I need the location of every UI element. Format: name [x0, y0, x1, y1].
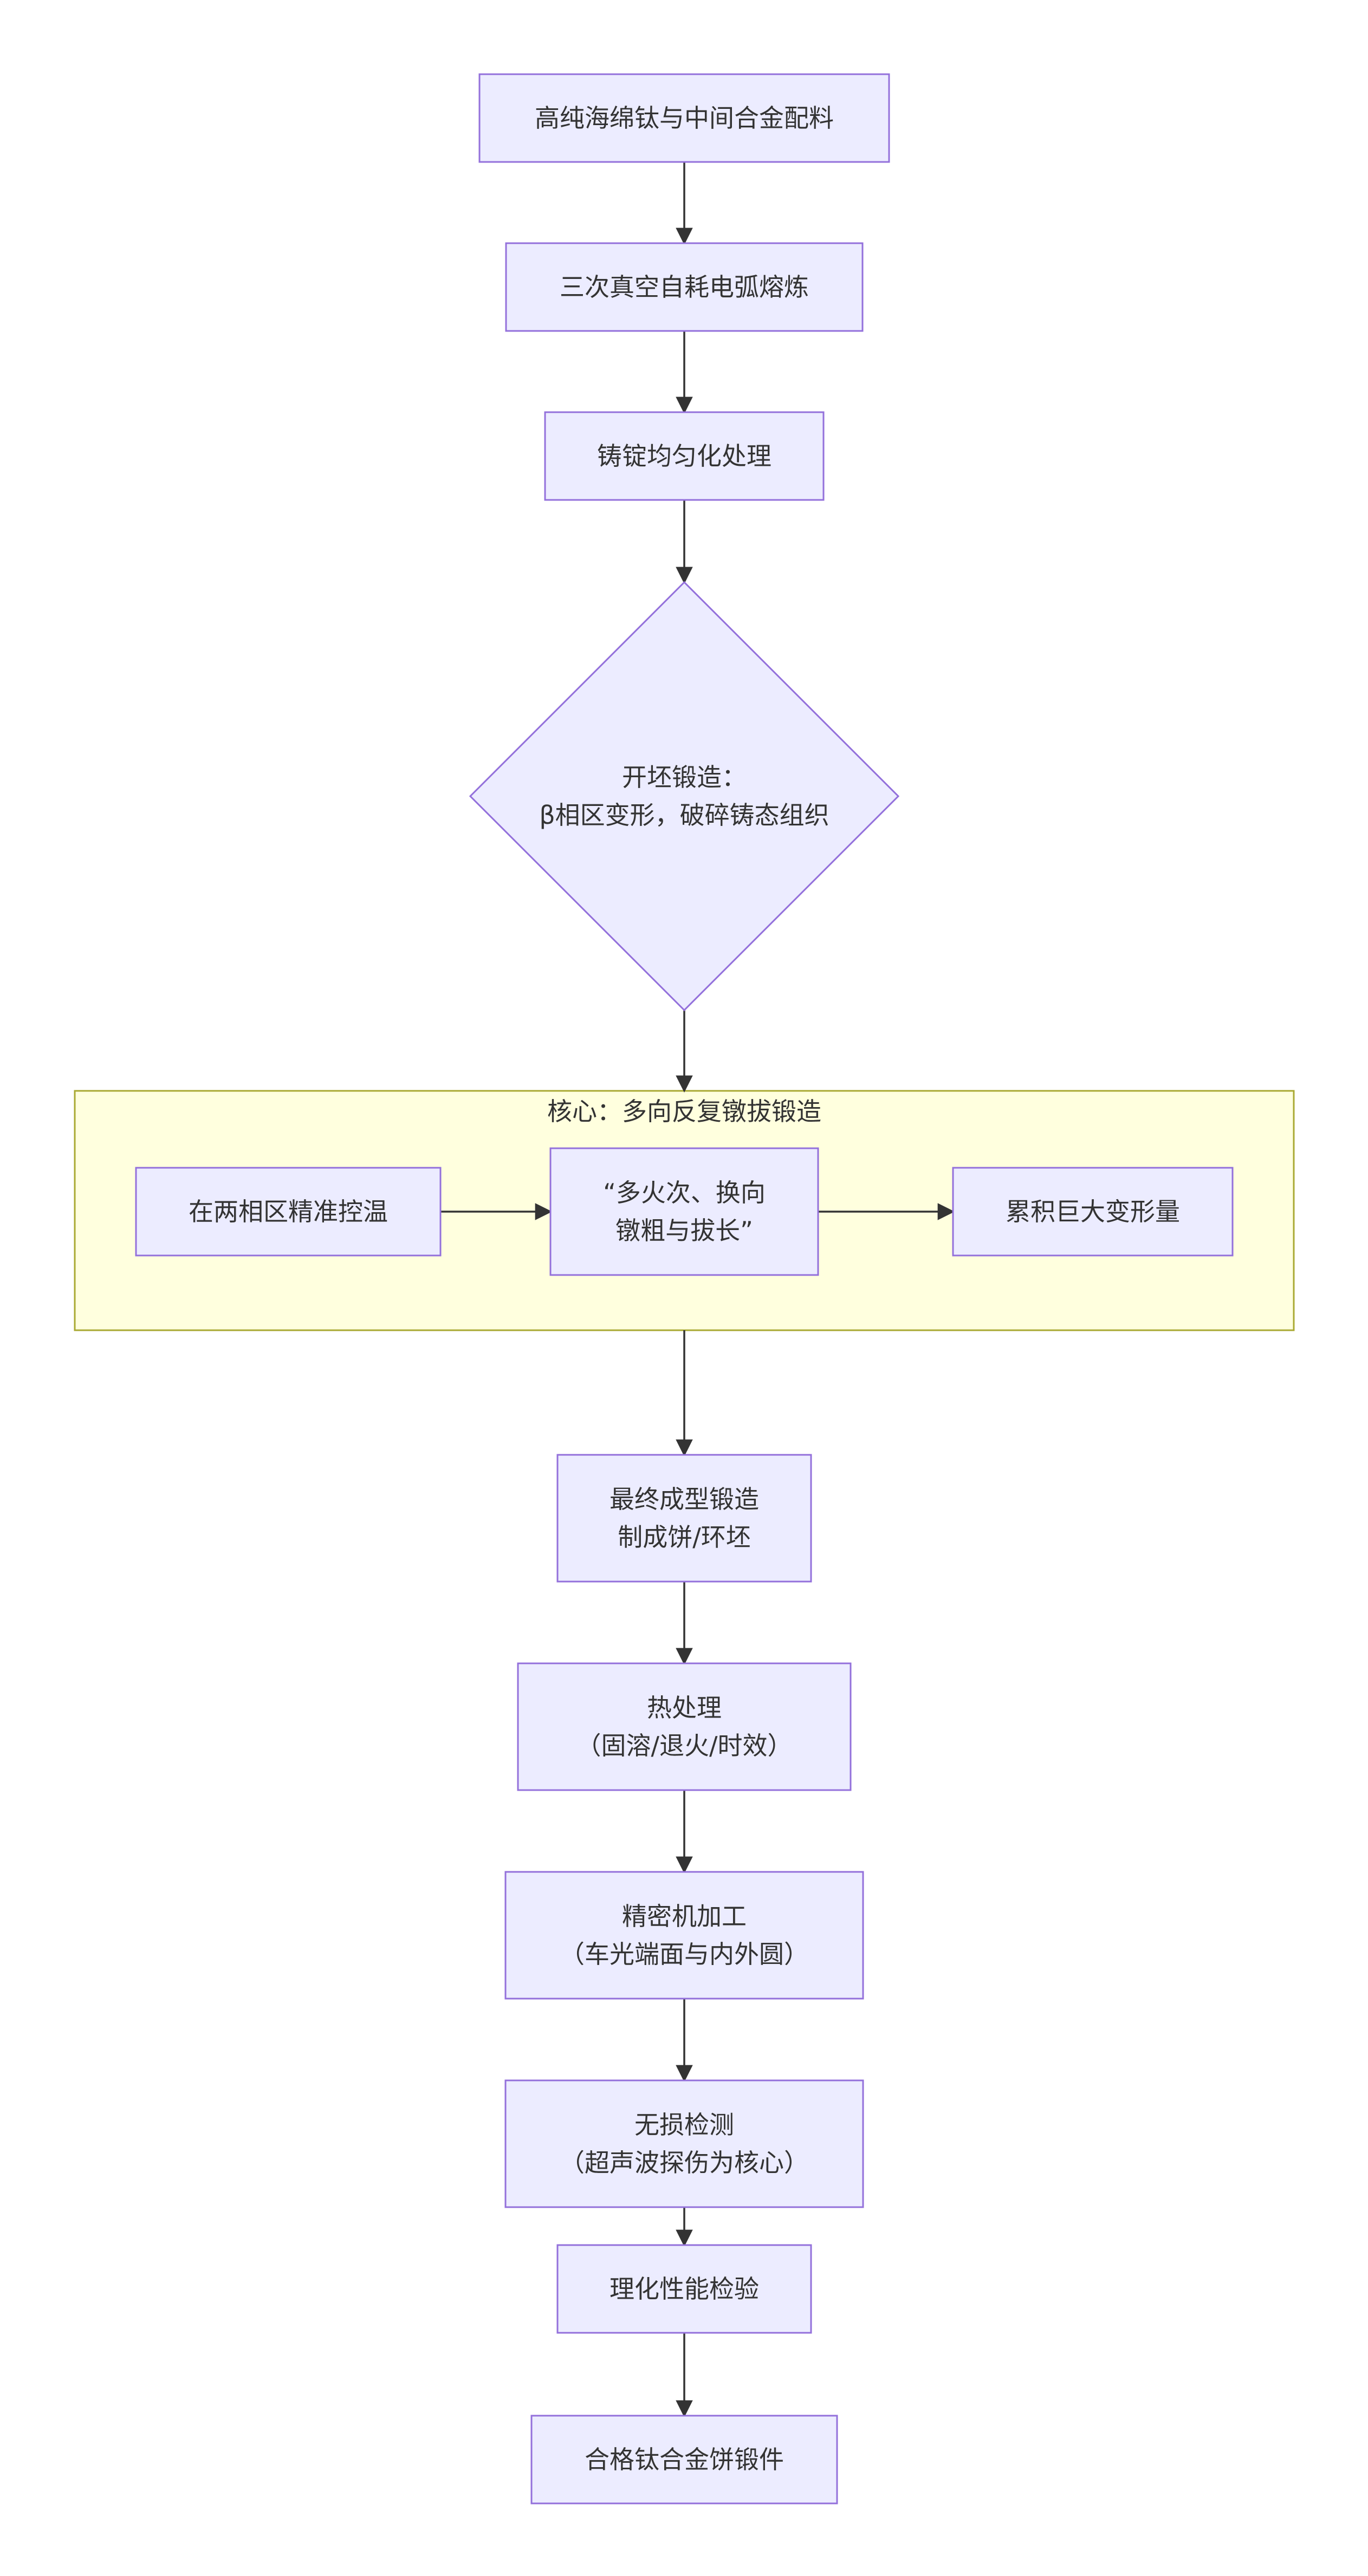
process-box [549, 1147, 819, 1276]
process-box [504, 2079, 864, 2208]
node-label: 高纯海绵钛与中间合金配料 [535, 103, 834, 133]
node-n7: 累积巨大变形量 [952, 1167, 1234, 1257]
node-label: 在两相区精准控温 [189, 1197, 388, 1226]
node-n1: 高纯海绵钛与中间合金配料 [478, 73, 890, 163]
node-n11: 无损检测 （超声波探伤为核心） [504, 2079, 864, 2208]
node-label: 理化性能检验 [610, 2274, 759, 2304]
node-label: 镦粗与拔长” [615, 1216, 753, 1245]
node-n2: 三次真空自耗电弧熔炼 [505, 242, 864, 332]
process-box [135, 1167, 442, 1257]
decision-diamond [469, 581, 900, 1012]
node-n10: 精密机加工 （车光端面与内外圆） [504, 1871, 864, 2000]
node-label: （车光端面与内外圆） [560, 1940, 809, 1969]
process-box [517, 1662, 852, 1791]
node-n4: 开坯锻造： β相区变形，破碎铸态组织 [469, 581, 900, 1012]
node-n12: 理化性能检验 [556, 2244, 812, 2334]
node-label: β相区变形，破碎铸态组织 [539, 801, 829, 830]
node-n9: 热处理 （固溶/退火/时效） [517, 1662, 852, 1791]
node-n13: 合格钛合金饼锻件 [530, 2415, 838, 2505]
process-box [556, 2244, 812, 2334]
node-n3: 铸锭均匀化处理 [544, 411, 825, 501]
node-label: 累积巨大变形量 [1006, 1197, 1180, 1226]
node-label: 制成饼/环坯 [618, 1523, 751, 1552]
process-box [504, 1871, 864, 2000]
node-label: 精密机加工 [622, 1902, 747, 1931]
node-label: “多火次、换向 [603, 1178, 766, 1207]
process-box [530, 2415, 838, 2505]
node-label: 开坯锻造： [622, 763, 747, 792]
process-box [478, 73, 890, 163]
node-label: 热处理 [647, 1693, 722, 1722]
process-box [544, 411, 825, 501]
node-label: （固溶/退火/时效） [576, 1731, 793, 1760]
node-label: 三次真空自耗电弧熔炼 [560, 272, 809, 302]
node-label: 合格钛合金饼锻件 [585, 2445, 784, 2474]
node-label: 无损检测 [634, 2110, 734, 2139]
process-box [952, 1167, 1234, 1257]
cluster-label: 核心：多向反复镦拔锻造 [547, 1097, 821, 1126]
node-n5: 在两相区精准控温 [135, 1167, 442, 1257]
process-box [556, 1454, 812, 1583]
node-label: 铸锭均匀化处理 [597, 441, 771, 471]
node-label: （超声波探伤为核心） [560, 2148, 809, 2177]
node-label: 最终成型锻造 [610, 1485, 759, 1514]
process-box [505, 242, 864, 332]
